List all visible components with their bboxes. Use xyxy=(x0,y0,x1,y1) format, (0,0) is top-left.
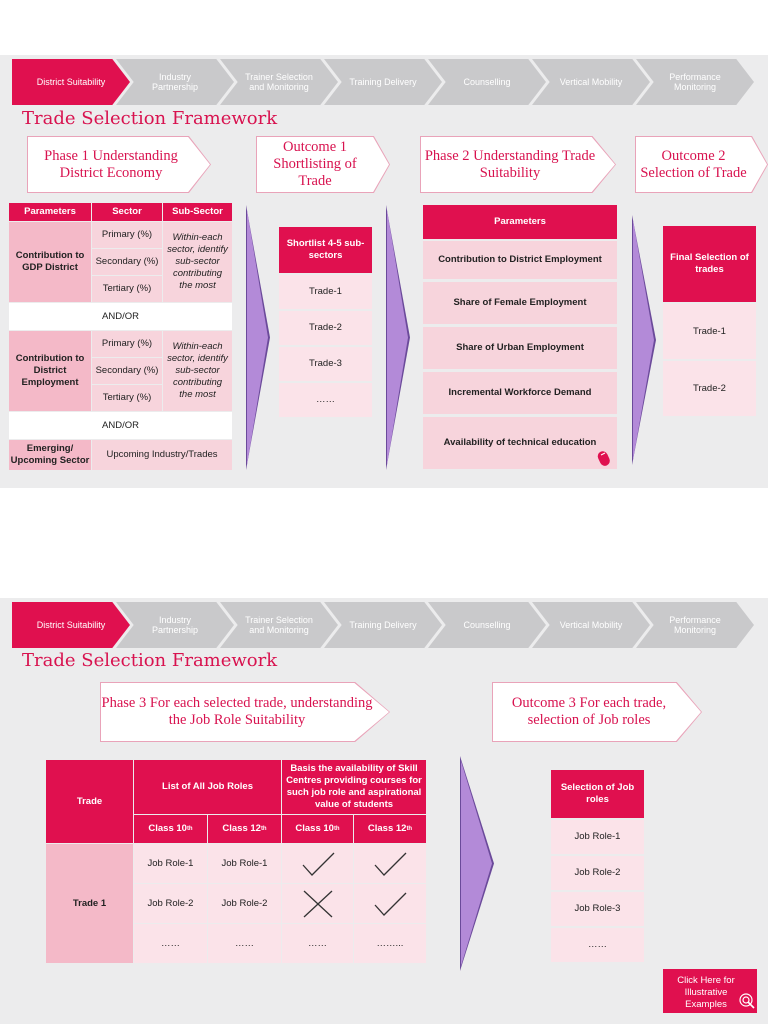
nav-step-trainer-selection[interactable]: Trainer Selection and Monitoring xyxy=(220,602,338,648)
nav-step-trainer-selection[interactable]: Trainer Selection and Monitoring xyxy=(220,59,338,105)
check-icon xyxy=(302,852,334,876)
mouse-click-icon[interactable] xyxy=(596,449,614,469)
illustrative-examples-button[interactable]: Click Here for Illustrative Examples xyxy=(663,969,757,1013)
flow-arrow-2 xyxy=(387,210,408,465)
nav-step-vertical-mobility[interactable]: Vertical Mobility xyxy=(532,602,650,648)
process-nav: District Suitability Industry Partnershi… xyxy=(12,59,762,105)
sector-secondary: Secondary (%) xyxy=(92,358,162,384)
page-title: Trade Selection Framework xyxy=(22,650,278,671)
parameter-item: Share of Female Employment xyxy=(423,282,617,324)
ellipsis-cell: …… xyxy=(208,924,281,963)
nav-step-industry-partnership[interactable]: Industry Partnership xyxy=(116,602,234,648)
col-header-sub-sector: Sub-Sector xyxy=(163,203,232,221)
nav-step-counselling[interactable]: Counselling xyxy=(428,59,546,105)
nav-step-training-delivery[interactable]: Training Delivery xyxy=(324,59,442,105)
final-selection-item: Trade-2 xyxy=(663,361,756,416)
phase-2-callout: Phase 2 Understanding Trade Suitability xyxy=(421,137,615,192)
ellipsis-cell: …… xyxy=(134,924,207,963)
final-selection-header: Final Selection of trades xyxy=(663,226,756,302)
slide-1: District Suitability Industry Partnershi… xyxy=(0,55,768,488)
col-header-sector: Sector xyxy=(92,203,162,221)
shortlist-item: Trade-1 xyxy=(279,275,372,309)
phase-1-callout: Phase 1 Understanding District Economy xyxy=(28,137,210,192)
job-role-cell: Job Role-1 xyxy=(134,844,207,883)
and-or-label: AND/OR xyxy=(9,412,232,439)
check-cell xyxy=(282,844,353,883)
job-role-cell: Job Role-2 xyxy=(134,884,207,923)
nav-step-vertical-mobility[interactable]: Vertical Mobility xyxy=(532,59,650,105)
parameter-item: Share of Urban Employment xyxy=(423,327,617,369)
param-gdp-district: Contribution to GDP District xyxy=(9,222,91,302)
selection-item: Job Role-1 xyxy=(551,820,644,854)
shortlist-header: Shortlist 4-5 sub-sectors xyxy=(279,227,372,273)
parameter-item: Availability of technical education xyxy=(423,417,617,469)
nav-step-district-suitability[interactable]: District Suitability xyxy=(12,59,130,105)
flow-arrow-3 xyxy=(633,220,654,460)
nav-step-district-suitability[interactable]: District Suitability xyxy=(12,602,130,648)
final-selection-item: Trade-1 xyxy=(663,304,756,359)
cross-icon xyxy=(303,890,332,917)
page-title: Trade Selection Framework xyxy=(22,108,278,129)
nav-step-training-delivery[interactable]: Training Delivery xyxy=(324,602,442,648)
job-role-cell: Job Role-1 xyxy=(208,844,281,883)
sector-tertiary: Tertiary (%) xyxy=(92,385,162,411)
check-icon xyxy=(374,852,407,876)
nav-step-industry-partnership[interactable]: Industry Partnership xyxy=(116,59,234,105)
col-header-list-job-roles: List of All Job Roles xyxy=(134,760,281,814)
slide-2: District Suitability Industry Partnershi… xyxy=(0,598,768,1024)
sector-tertiary: Tertiary (%) xyxy=(92,276,162,302)
selection-item: Job Role-2 xyxy=(551,856,644,890)
check-icon xyxy=(374,892,407,916)
parameter-item: Incremental Workforce Demand xyxy=(423,372,617,414)
ellipsis-cell: ……... xyxy=(354,924,426,963)
shortlist-item: Trade-3 xyxy=(279,347,372,381)
ellipsis-cell: …… xyxy=(282,924,353,963)
subsector-note-gdp: Within-each sector, identify sub-sector … xyxy=(163,222,232,302)
emerging-value: Upcoming Industry/Trades xyxy=(92,440,232,470)
and-or-label: AND/OR xyxy=(9,303,232,330)
check-cell xyxy=(354,844,426,883)
shortlist-item: …… xyxy=(279,383,372,417)
outcome-3-callout: Outcome 3 For each trade, selection of J… xyxy=(493,683,701,741)
col-header-basis: Basis the availability of Skill Centres … xyxy=(282,760,426,814)
subsector-note-employment: Within-each sector, identify sub-sector … xyxy=(163,331,232,411)
sector-primary: Primary (%) xyxy=(92,331,162,357)
outcome-1-callout: Outcome 1 Shortlisting of Trade xyxy=(257,137,389,192)
sector-primary: Primary (%) xyxy=(92,222,162,248)
param-district-employment: Contribution to District Employment xyxy=(9,331,91,411)
illustrative-examples-label: Click Here for Illustrative Examples xyxy=(677,975,735,1010)
nav-step-performance-monitoring[interactable]: Performance Monitoring xyxy=(636,602,754,648)
param-emerging-sector: Emerging/ Upcoming Sector xyxy=(9,440,91,470)
trade-cell: Trade 1 xyxy=(46,844,133,963)
selection-item: Job Role-3 xyxy=(551,892,644,926)
job-role-cell: Job Role-2 xyxy=(208,884,281,923)
flow-arrow-4 xyxy=(461,761,492,966)
pointer-click-icon[interactable] xyxy=(738,992,756,1010)
cross-cell xyxy=(282,884,353,923)
outcome-2-callout: Outcome 2 Selection of Trade xyxy=(636,137,767,192)
nav-step-performance-monitoring[interactable]: Performance Monitoring xyxy=(636,59,754,105)
parameters-header: Parameters xyxy=(423,205,617,239)
shortlist-item: Trade-2 xyxy=(279,311,372,345)
selection-header: Selection of Job roles xyxy=(551,770,644,818)
col-header-trade: Trade xyxy=(46,760,133,843)
flow-arrow-1 xyxy=(247,210,268,465)
parameter-item: Contribution to District Employment xyxy=(423,241,617,279)
selection-item: …… xyxy=(551,928,644,962)
check-cell xyxy=(354,884,426,923)
col-header-parameters: Parameters xyxy=(9,203,91,221)
nav-step-counselling[interactable]: Counselling xyxy=(428,602,546,648)
phase-3-callout: Phase 3 For each selected trade, underst… xyxy=(101,683,389,741)
process-nav: District Suitability Industry Partnershi… xyxy=(12,602,762,648)
sector-secondary: Secondary (%) xyxy=(92,249,162,275)
